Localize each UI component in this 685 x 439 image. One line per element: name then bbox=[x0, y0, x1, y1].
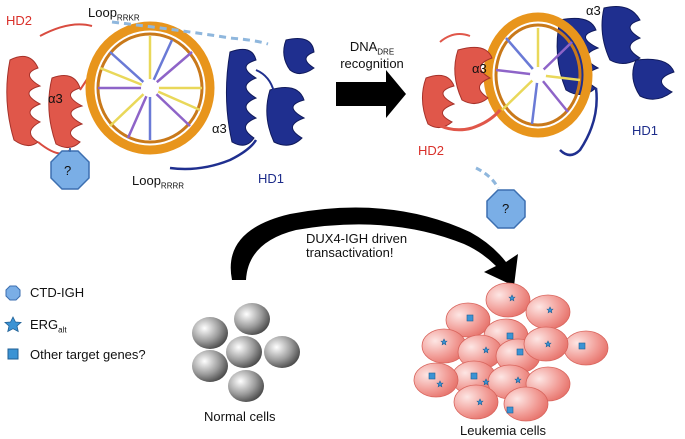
normal-cells-label: Normal cells bbox=[204, 409, 276, 424]
leukemia-cell bbox=[413, 362, 459, 398]
erg-alt-marker bbox=[546, 306, 554, 314]
legend-ctd-igh: CTD-IGH bbox=[30, 285, 85, 300]
alpha3-label-right-mid: α3 bbox=[472, 61, 487, 76]
target-gene-marker bbox=[470, 372, 478, 380]
loop-rrkr-label: LoopRRKR bbox=[88, 5, 140, 23]
ctd-octagon-right bbox=[486, 189, 526, 229]
normal-cell bbox=[234, 303, 270, 335]
transactivation-label: DUX4-IGH driven transactivation! bbox=[306, 231, 408, 261]
alpha3-label-left-red: α3 bbox=[48, 91, 63, 106]
legend-star-icon bbox=[4, 316, 22, 333]
target-gene-marker bbox=[578, 342, 586, 350]
left-structure bbox=[6, 20, 315, 190]
erg-alt-marker bbox=[476, 398, 484, 406]
erg-alt-marker bbox=[514, 376, 522, 384]
erg-alt-marker bbox=[436, 380, 444, 388]
target-gene-marker bbox=[506, 406, 514, 414]
dna-right bbox=[483, 12, 593, 138]
loop-rrrr-label: LoopRRRR bbox=[132, 173, 185, 191]
normal-cells-cluster bbox=[192, 303, 300, 402]
target-gene-marker bbox=[506, 332, 514, 340]
ctd-octagon-left bbox=[50, 150, 90, 190]
recognition-arrow bbox=[336, 70, 406, 118]
hd2-domain-right bbox=[422, 33, 502, 132]
leukemia-cell bbox=[563, 330, 609, 366]
hd2-label-left: HD2 bbox=[6, 13, 33, 28]
normal-cell bbox=[226, 336, 262, 368]
leukemia-cell bbox=[453, 384, 499, 420]
erg-alt-marker bbox=[482, 346, 490, 354]
alpha3-label-right-top: α3 bbox=[586, 3, 601, 18]
hd1-domain-left bbox=[169, 38, 315, 171]
hd1-label-right: HD1 bbox=[632, 123, 659, 138]
leukemia-cells-cluster bbox=[413, 282, 609, 422]
alpha3-label-left-blue: α3 bbox=[212, 121, 227, 136]
right-dashed-link bbox=[475, 166, 500, 189]
right-structure bbox=[422, 6, 675, 229]
erg-alt-marker bbox=[508, 294, 516, 302]
dna-left bbox=[85, 21, 215, 155]
legend-erg-alt: ERGalt bbox=[30, 317, 67, 335]
leukemia-cells-label: Leukemia cells bbox=[460, 423, 546, 438]
target-gene-marker bbox=[466, 314, 474, 322]
normal-cell bbox=[192, 350, 228, 382]
target-gene-marker bbox=[428, 372, 436, 380]
erg-alt-marker bbox=[544, 340, 552, 348]
erg-alt-marker bbox=[482, 378, 490, 386]
hd2-domain-left bbox=[6, 23, 111, 155]
legend-other-targets: Other target genes? bbox=[30, 347, 146, 362]
legend-square-icon bbox=[7, 348, 19, 360]
unknown-label-right: ? bbox=[502, 201, 510, 216]
hd2-label-right: HD2 bbox=[418, 143, 445, 158]
leukemia-cell bbox=[503, 386, 549, 422]
transactivation-arrow bbox=[230, 207, 518, 286]
normal-cell bbox=[264, 336, 300, 368]
normal-cell bbox=[192, 317, 228, 349]
erg-alt-marker bbox=[440, 338, 448, 346]
unknown-label-left: ? bbox=[64, 163, 72, 178]
dna-recognition-label: DNADRE recognition bbox=[340, 39, 404, 72]
leukemia-cell bbox=[485, 282, 531, 318]
target-gene-marker bbox=[516, 348, 524, 356]
hd1-label-left: HD1 bbox=[258, 171, 285, 186]
normal-cell bbox=[228, 370, 264, 402]
legend-octagon-icon bbox=[5, 285, 21, 301]
loop-rrkr-dashed bbox=[111, 20, 269, 46]
